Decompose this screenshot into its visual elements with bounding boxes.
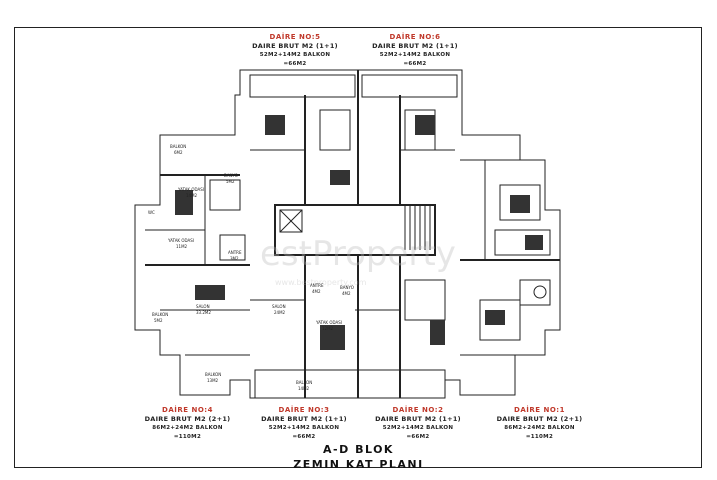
- sofa-unit5: [265, 115, 285, 135]
- room-balkon-bl-area: 13M2: [207, 378, 219, 383]
- room-antre1-area: 3M2: [230, 256, 239, 261]
- room-yatak-mid-area: 12M2: [322, 326, 334, 331]
- unit-5-name: DAİRE NO:5: [269, 33, 321, 41]
- bed-unit1: [510, 195, 530, 213]
- unit-4-line2: 86M2+24M2 BALKON: [152, 425, 223, 431]
- unit-label-1: DAİRE NO:1 DAIRE BRUT M2 (2+1) 86M2+24M2…: [482, 406, 597, 442]
- room-balkon-mid-area: 14M2: [298, 386, 310, 391]
- room-balkon-top: BALKON: [170, 144, 186, 149]
- bed2-unit1: [525, 235, 543, 250]
- unit-2-line2: 52M2+14M2 BALKON: [382, 425, 454, 431]
- sofa-unit4: [195, 285, 225, 300]
- unit-1-line2: 86M2+24M2 BALKON: [504, 425, 575, 431]
- unit-1-line1: DAIRE BRUT M2 (2+1): [496, 415, 583, 423]
- room-yatak1: YATAK ODASI: [177, 187, 204, 192]
- sofa-unit1: [485, 310, 505, 325]
- room-yatak2-area: 11M2: [176, 244, 188, 249]
- unit-6-name: DAİRE NO:6: [389, 33, 441, 41]
- sofa-unit6: [415, 115, 435, 135]
- unit-5-line3: =66M2: [283, 61, 307, 67]
- plan-title: A-D BLOK: [323, 443, 394, 456]
- top-balcony-right: [361, 74, 458, 98]
- unit-4-line1: DAIRE BRUT M2 (2+1): [144, 415, 231, 423]
- room-balkon-mid: BALKON: [296, 380, 312, 385]
- room-balkon-left: BALKON: [152, 312, 168, 317]
- unit-5-line1: DAIRE BRUT M2 (1+1): [252, 42, 338, 50]
- unit-label-2: DAİRE NO:2 DAIRE BRUT M2 (1+1) 52M2+14M2…: [362, 406, 474, 442]
- unit-3-line3: =66M2: [292, 434, 316, 440]
- drawing-frame: [14, 27, 702, 468]
- room-antre-mid-area: 4M2: [312, 289, 321, 294]
- bed-unit4: [175, 190, 193, 215]
- watermark-url: www.bestproperty.com: [275, 278, 367, 287]
- unit-label-6: DAİRE NO:6 DAIRE BRUT M2 (1+1) 52M2+14M2…: [360, 33, 470, 69]
- unit-2-line1: DAIRE BRUT M2 (1+1): [375, 415, 461, 423]
- unit-6-line3: =66M2: [403, 61, 427, 67]
- sofa-unit2: [430, 320, 445, 345]
- unit-label-5: DAİRE NO:5 DAIRE BRUT M2 (1+1) 52M2+14M2…: [240, 33, 350, 69]
- stairs: [404, 205, 436, 250]
- unit-5-line2: 52M2+14M2 BALKON: [259, 52, 331, 58]
- elevator: [279, 209, 303, 233]
- watermark: estProperty: [260, 234, 456, 274]
- unit-label-4: DAİRE NO:4 DAIRE BRUT M2 (2+1) 86M2+24M2…: [130, 406, 245, 442]
- room-salon-mid-area: 24M2: [274, 310, 286, 315]
- unit-label-3: DAİRE NO:3 DAIRE BRUT M2 (1+1) 52M2+14M2…: [248, 406, 360, 442]
- room-balkon-bl: BALKON: [205, 372, 221, 377]
- room-banyo1-area: 5M2: [226, 179, 235, 184]
- unit-1-name: DAİRE NO:1: [514, 406, 565, 414]
- bed-unit3: [320, 325, 345, 350]
- unit-4-line3: =110M2: [173, 434, 202, 440]
- unit-2-name: DAİRE NO:2: [392, 406, 444, 414]
- room-yatak1-area: 14M2: [186, 193, 198, 198]
- unit-3-name: DAİRE NO:3: [278, 406, 330, 414]
- room-salon-mid: SALON: [272, 304, 286, 309]
- room-banyo-mid: BANYO: [340, 285, 354, 290]
- plan-subtitle: ZEMIN KAT PLANI: [293, 458, 424, 471]
- bed-unit5: [330, 170, 350, 185]
- unit-3-line1: DAIRE BRUT M2 (1+1): [261, 415, 347, 423]
- room-salon-left: SALON: [196, 304, 210, 309]
- room-banyo-mid-area: 4M2: [342, 291, 351, 296]
- unit-6-line1: DAIRE BRUT M2 (1+1): [372, 42, 458, 50]
- unit-2-line3: =66M2: [406, 434, 430, 440]
- room-yatak2: YATAK ODASI: [167, 238, 194, 243]
- room-salon-left-area: 33.2M2: [196, 310, 211, 315]
- unit-1-line3: =110M2: [525, 434, 554, 440]
- room-antre-mid: ANTRE: [310, 283, 324, 288]
- room-banyo1: BANYO: [224, 173, 238, 178]
- room-yatak-mid: YATAK ODASI: [315, 320, 342, 325]
- room-balkon-top-area: 6M2: [174, 150, 183, 155]
- unit-6-line2: 52M2+14M2 BALKON: [379, 52, 451, 58]
- unit-3-line2: 52M2+14M2 BALKON: [268, 425, 340, 431]
- unit-4-name: DAİRE NO:4: [162, 406, 213, 414]
- room-wc: WC: [148, 210, 155, 215]
- room-antre1: ANTRE: [228, 250, 242, 255]
- top-balcony-left: [249, 74, 356, 98]
- room-balkon-left-area: 5M2: [154, 318, 163, 323]
